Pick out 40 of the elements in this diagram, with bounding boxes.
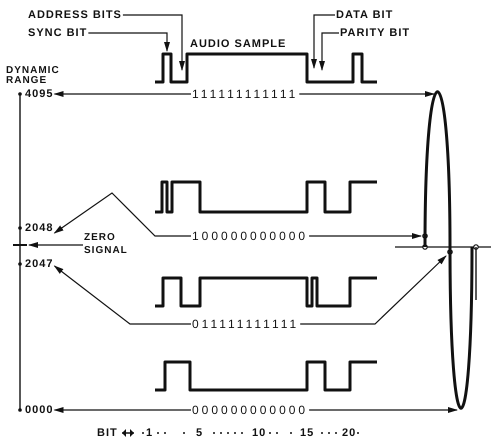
zero-signal-label: ZERO SIGNAL: [84, 231, 139, 257]
binary-code: 000000000000: [192, 403, 308, 417]
pulse-waveform: [155, 276, 377, 308]
range-value: 4095: [25, 87, 54, 101]
scale-number: 20: [342, 426, 356, 440]
axis-label: DYNAMIC RANGE: [6, 66, 61, 86]
binary-code: 011111111111: [192, 317, 300, 331]
zero-tick: [13, 244, 27, 246]
arrow: [300, 255, 447, 325]
scale-number: 10: [252, 426, 266, 440]
callout-label: SYNC BIT: [28, 26, 88, 40]
arrow: [53, 407, 191, 413]
arrow: [28, 242, 83, 248]
scale-number: 1: [146, 426, 154, 440]
arrow: [309, 233, 422, 239]
callout-label: ADDRESS BITS: [28, 8, 122, 22]
range-value: 0000: [25, 403, 54, 417]
arrow: [54, 192, 191, 237]
callout-label: DATA BIT: [336, 8, 394, 22]
arrow: [53, 91, 191, 97]
leader-line: [319, 32, 339, 71]
scale-number: 5: [196, 426, 204, 440]
leader-line: [88, 32, 170, 52]
arrow: [54, 265, 191, 325]
bit-scale-label: BIT: [97, 426, 118, 440]
leader-line: [122, 14, 185, 71]
binary-code: 111111111111: [192, 87, 298, 101]
leader-line: [311, 14, 335, 69]
pulse-waveform: [155, 52, 377, 84]
callout-label: PARITY BIT: [340, 26, 410, 40]
arrow: [299, 91, 435, 97]
analog-waveform: [424, 92, 474, 408]
scale-number: 15: [300, 426, 314, 440]
arrow: [309, 407, 458, 413]
pulse-waveform: [155, 360, 377, 392]
pulse-waveform: [155, 180, 377, 214]
caption-label: AUDIO SAMPLE: [190, 37, 286, 51]
range-value: 2047: [25, 257, 54, 271]
binary-code: 100000000000: [192, 229, 308, 243]
range-value: 2048: [25, 221, 54, 235]
